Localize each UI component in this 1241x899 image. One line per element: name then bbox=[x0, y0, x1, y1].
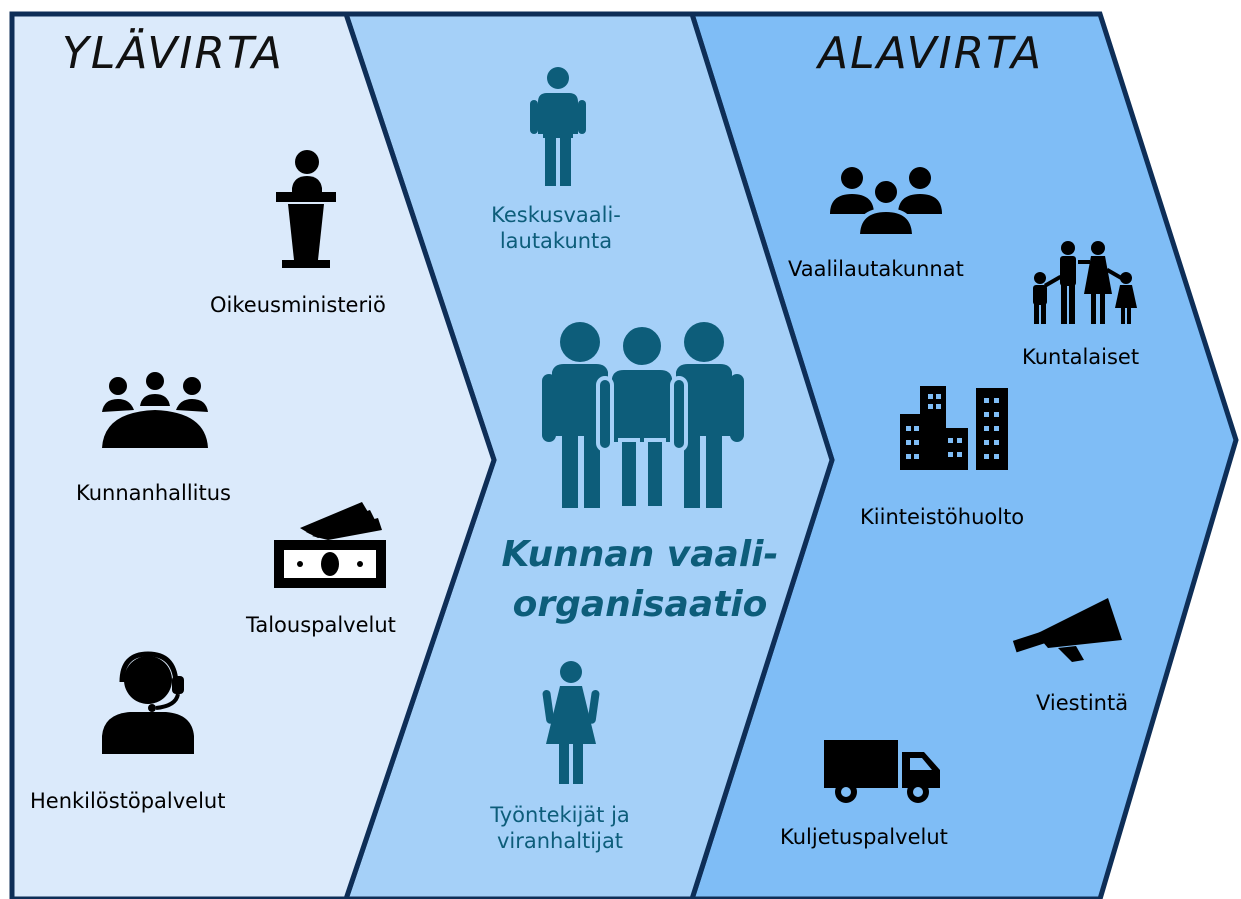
label-viestinta: Viestintä bbox=[1036, 691, 1129, 715]
meeting-table-icon bbox=[102, 372, 208, 448]
label-oikeusministerio: Oikeusministeriö bbox=[210, 293, 386, 317]
headset-person-icon bbox=[102, 651, 194, 754]
people-group-icon bbox=[830, 167, 942, 236]
group-of-three-icon bbox=[542, 322, 744, 508]
man-icon bbox=[530, 67, 586, 186]
downstream-heading: ALAVIRTA bbox=[818, 28, 1044, 79]
label-kunnanhallitus: Kunnanhallitus bbox=[76, 481, 231, 505]
podium-speaker-icon bbox=[276, 150, 336, 268]
label-tyontekijat: Työntekijät ja viranhaltijat bbox=[490, 803, 630, 853]
label-henkilostopalvelut: Henkilöstöpalvelut bbox=[30, 789, 226, 813]
truck-icon bbox=[824, 740, 940, 803]
label-kiinteistohuolto: Kiinteistöhuolto bbox=[860, 505, 1025, 529]
label-talouspalvelut: Talouspalvelut bbox=[246, 613, 396, 637]
money-bills-icon bbox=[274, 502, 386, 588]
label-keskusvaalilautakunta: Keskusvaali- lautakunta bbox=[491, 203, 621, 253]
label-kuntalaiset: Kuntalaiset bbox=[1022, 345, 1140, 369]
buildings-icon bbox=[900, 386, 1008, 470]
woman-icon bbox=[542, 661, 600, 784]
megaphone-icon bbox=[1012, 598, 1122, 662]
label-vaalilautakunnat: Vaalilautakunnat bbox=[788, 257, 964, 281]
center-title: Kunnan vaali- organisaatio bbox=[501, 534, 779, 625]
family-icon bbox=[1033, 241, 1137, 324]
upstream-heading: YLÄVIRTA bbox=[62, 28, 284, 79]
label-kuljetuspalvelut: Kuljetuspalvelut bbox=[780, 825, 948, 849]
